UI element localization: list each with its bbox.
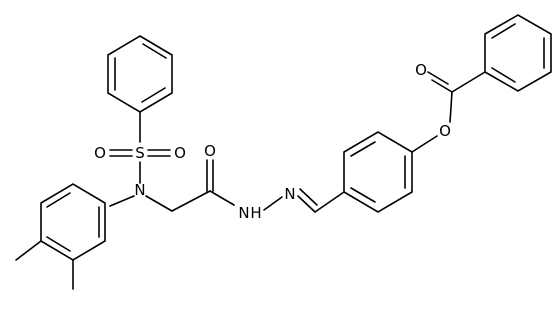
atom-label-sulfur: S	[135, 144, 145, 162]
atom-label-hydrazide-nitrogen: N	[238, 204, 249, 222]
bond-n-dimethylphenyl	[109, 195, 135, 207]
atom-label-sulfonamide-nitrogen: N	[134, 181, 145, 199]
para-phenylene-ring	[343, 131, 413, 213]
atom-label-ester-ether-oxygen: O	[439, 122, 451, 140]
atom-label-imine-nitrogen: N	[284, 185, 295, 203]
dimethylphenyl-ring	[15, 183, 106, 290]
phenyl-ring-sulfonyl	[107, 35, 173, 113]
atom-label-hydrazide-hydrogen: H	[250, 204, 261, 222]
atom-label-amide-oxygen: O	[204, 142, 216, 160]
atom-label-sulfonyl-oxygen-right: O	[174, 144, 186, 162]
bond-n-ch2	[145, 195, 173, 212]
sulfonyl-group	[109, 149, 171, 184]
methyl-bond-left	[15, 240, 42, 261]
atom-label-sulfonyl-oxygen-left: O	[94, 144, 106, 162]
bond-ring-ester-oxygen	[411, 135, 438, 153]
atom-label-ester-carbonyl-oxygen: O	[415, 61, 427, 79]
hydrazide-linker	[171, 159, 345, 213]
phenyl-ring-benzoyl	[484, 14, 552, 92]
ester-group	[427, 71, 486, 123]
